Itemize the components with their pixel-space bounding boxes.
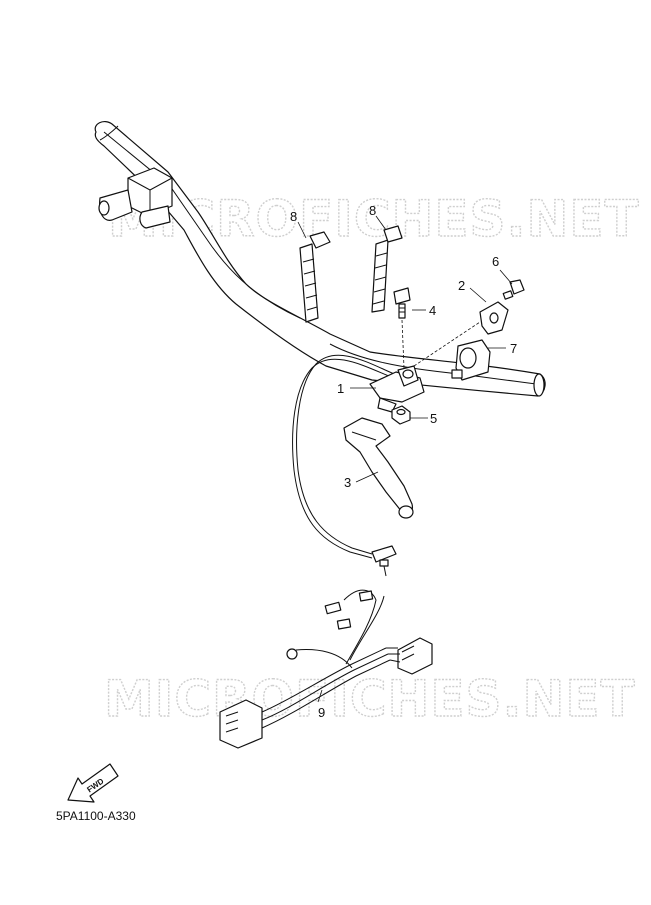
callout-5: 5 bbox=[430, 411, 437, 426]
handlebar-switch bbox=[451, 339, 491, 381]
cable bbox=[292, 354, 411, 577]
cable-tie-left bbox=[299, 231, 331, 323]
left-switch-block bbox=[98, 167, 173, 229]
diagram-code: 5PA1100-A330 bbox=[56, 809, 136, 823]
callout-3: 3 bbox=[344, 475, 351, 490]
screw bbox=[502, 279, 525, 300]
bracket bbox=[479, 301, 509, 335]
callout-8-left: 8 bbox=[290, 209, 297, 224]
callout-4: 4 bbox=[429, 303, 436, 318]
nut bbox=[391, 405, 411, 425]
callout-1: 1 bbox=[337, 381, 344, 396]
callout-2: 2 bbox=[458, 278, 465, 293]
callout-6: 6 bbox=[492, 254, 499, 269]
callout-8-right: 8 bbox=[369, 203, 376, 218]
handlebar bbox=[94, 120, 546, 397]
wire-harness bbox=[219, 589, 433, 749]
callout-9: 9 bbox=[318, 705, 325, 720]
watermark-bottom: MICROFICHES.NET bbox=[104, 670, 636, 728]
fwd-arrow-icon: FWD bbox=[67, 763, 119, 803]
clutch-lever bbox=[343, 417, 414, 519]
leader-lines bbox=[297, 215, 513, 703]
callout-7: 7 bbox=[510, 341, 517, 356]
lever-holder bbox=[369, 321, 481, 413]
cable-tie-right bbox=[371, 225, 403, 313]
bolt bbox=[393, 287, 411, 369]
